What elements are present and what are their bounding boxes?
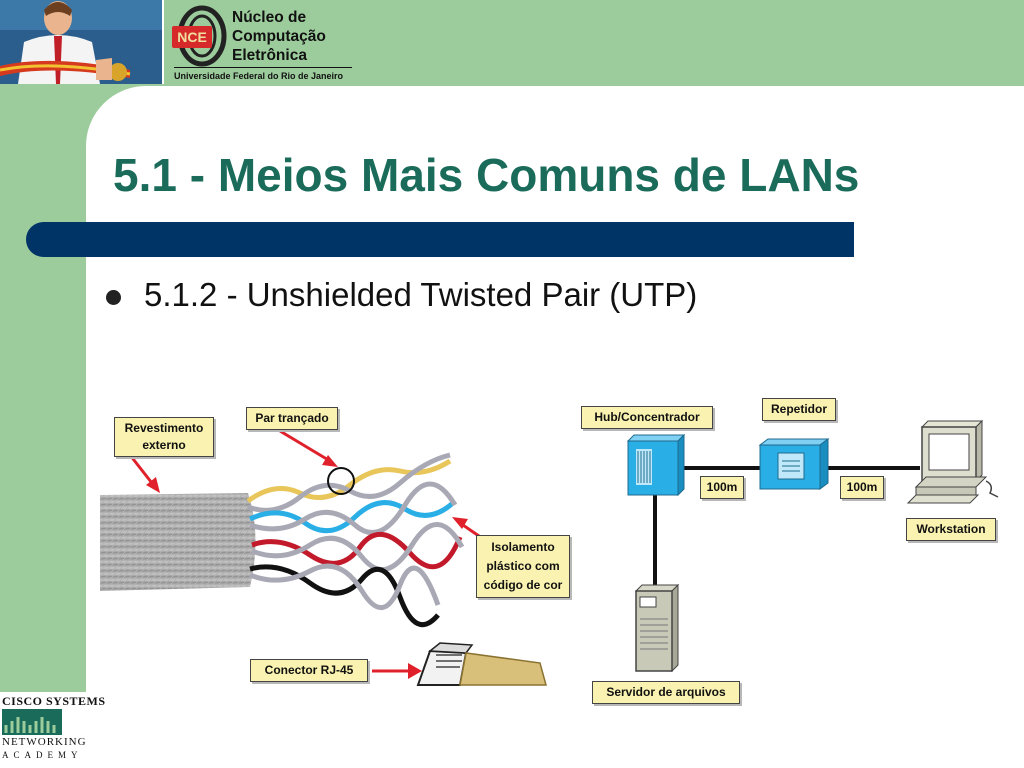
banner-photo (0, 0, 162, 84)
logo-title: Núcleo de Computação Eletrônica (232, 9, 326, 64)
label-distance-1: 100m (700, 476, 744, 499)
logo-subtitle: Universidade Federal do Rio de Janeiro (174, 71, 344, 81)
cisco-program-line1: NETWORKING (2, 736, 87, 748)
cable-jacket (100, 493, 256, 591)
label-rj45-connector: Conector RJ-45 (250, 659, 368, 682)
logo-divider (174, 67, 352, 68)
businessman-illustration (0, 0, 162, 84)
twist-highlight-circle (327, 467, 355, 495)
rj45-connector-icon (416, 642, 547, 686)
bullet-dot-icon (106, 290, 121, 305)
label-repeater: Repetidor (762, 398, 836, 421)
title-underline-bar (26, 222, 854, 257)
label-insulation: Isolamento plástico com código de cor (476, 535, 570, 598)
label-hub: Hub/Concentrador (581, 406, 713, 429)
cisco-bridge-icon (2, 709, 62, 735)
network-diagram: Hub/Concentrador Repetidor 100m 100m Wor… (572, 385, 1012, 710)
repeater-icon (758, 438, 830, 490)
cisco-program-line2: ACADEMY (2, 750, 83, 760)
label-file-server: Servidor de arquivos (592, 681, 740, 704)
label-outer-jacket: Revestimento externo (114, 417, 214, 457)
utp-cable-figure: Revestimento externo Par trançado Isolam… (100, 385, 572, 710)
nce-logo: NCE Núcleo de Computação Eletrônica Univ… (162, 0, 360, 84)
label-twisted-pair: Par trançado (246, 407, 338, 430)
slide-title: 5.1 - Meios Mais Comuns de LANs (113, 149, 860, 201)
utp-cable-drawing (100, 429, 547, 686)
workstation-icon (906, 419, 999, 504)
label-distance-2: 100m (840, 476, 884, 499)
hub-icon (626, 433, 686, 497)
wire-bundle (246, 452, 465, 628)
cisco-academy-logo: CISCO SYSTEMS NETWORKING ACADEMY (0, 692, 105, 768)
sidebar-band (0, 0, 86, 768)
cisco-company-name: CISCO SYSTEMS (2, 694, 106, 708)
file-server-icon (634, 583, 680, 673)
label-workstation: Workstation (906, 518, 996, 541)
network-topology (626, 419, 999, 673)
nce-emblem-text: NCE (177, 29, 207, 45)
bullet-text: 5.1.2 - Unshielded Twisted Pair (UTP) (144, 276, 698, 313)
nce-emblem-icon: NCE (172, 5, 227, 67)
